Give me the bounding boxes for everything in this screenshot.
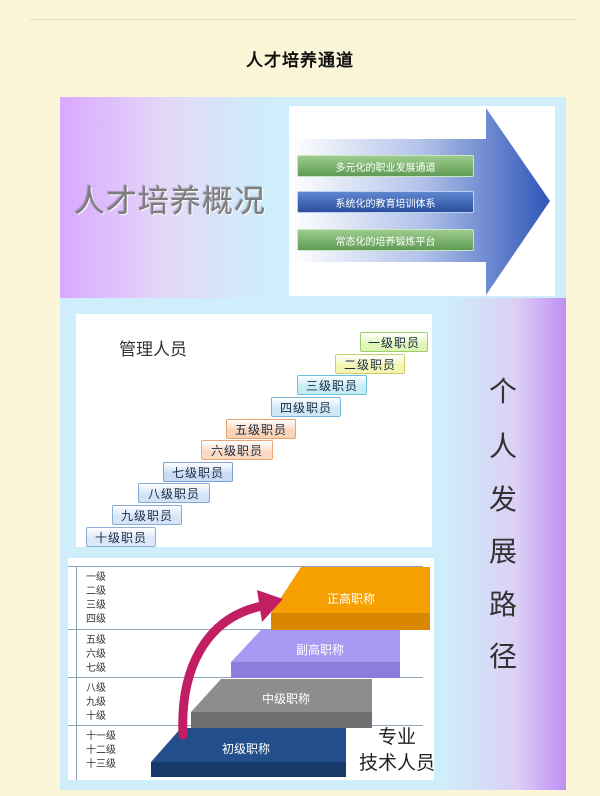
rank-step-8: 八级职员 [138,483,210,503]
level-group-3: 八级 九级 十级 [86,682,106,724]
level-group-separator [68,566,423,567]
tier-deputy [231,630,400,662]
level-label: 十二级 [86,745,116,756]
level-label: 九级 [86,697,106,708]
tier-label-senior: 正高职称 [327,592,376,606]
overview-item-diversified: 多元化的职业发展通道 [297,155,474,177]
tier-senior-front [271,613,430,630]
level-label: 八级 [86,683,106,694]
tier-label-deputy: 副高职称 [296,643,345,657]
tier-deputy-front [231,662,400,678]
tier-senior [271,567,430,613]
level-group-1: 一级 二级 三级 四级 [86,571,106,627]
rank-step-6: 六级职员 [201,440,273,460]
technical-label-line2: 技术人员 [358,752,435,774]
tier-junior [151,728,346,762]
level-label: 十三级 [86,759,116,770]
tier-label-intermediate: 中级职称 [262,692,311,706]
level-label: 十级 [86,711,106,722]
rank-step-3: 三级职员 [297,375,367,395]
level-label: 一级 [86,572,106,583]
tier-intermediate-front [191,712,372,728]
level-group-2: 五级 六级 七级 [86,634,106,676]
level-label: 四级 [86,614,106,625]
career-path-char-4: 展 [488,535,517,568]
level-label: 七级 [86,663,106,674]
growth-arrow [178,601,267,740]
rank-step-4: 四级职员 [271,397,341,417]
level-label: 二级 [86,586,106,597]
overview-item-platform: 常态化的培养锻炼平台 [297,229,474,251]
management-label: 管理人员 [119,340,187,360]
technical-label-line1: 专业 [377,726,416,748]
top-divider [30,19,575,20]
level-label: 六级 [86,649,106,660]
level-label: 五级 [86,635,106,646]
tier-junior-front [151,762,346,777]
rank-step-1: 一级职员 [360,332,428,352]
overview-panel [60,97,270,298]
tier-label-junior: 初级职称 [222,742,271,756]
overview-heading: 人才培养概况 [74,184,266,220]
rank-step-2: 二级职员 [335,354,405,374]
page-title: 人才培养通道 [246,51,354,71]
level-label: 三级 [86,600,106,611]
career-path-char-3: 发 [488,483,517,516]
level-group-4: 十一级 十二级 十三级 [86,730,116,772]
level-group-separator [68,629,423,630]
rank-step-7: 七级职员 [163,462,233,482]
tier-intermediate [191,679,372,712]
career-path-char-5: 路 [488,588,517,621]
level-label: 十一级 [86,731,116,742]
rank-step-10: 十级职员 [86,527,156,547]
rank-step-9: 九级职员 [112,505,182,525]
growth-arrow-head [257,590,283,622]
career-path-char-2: 人 [488,430,517,463]
level-axis [76,566,77,780]
overview-item-training: 系统化的教育培训体系 [297,191,474,213]
career-path-char-1: 个 [488,375,517,408]
career-path-char-6: 径 [488,640,517,673]
career-path-strip [442,298,566,790]
rank-step-5: 五级职员 [226,419,296,439]
